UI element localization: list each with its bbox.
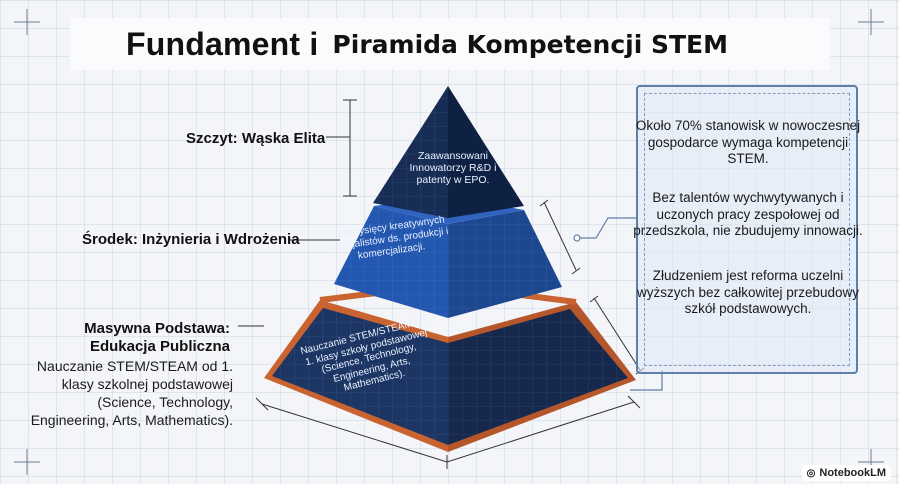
- leader-lines: [238, 136, 350, 327]
- pyramid-base-tier: [264, 281, 636, 452]
- middle-label: Środek: Inżynieria i Wdrożenia: [82, 231, 300, 248]
- base-label-line1: Masywna Podstawa:: [84, 320, 230, 337]
- pyramid-middle-tier: [334, 196, 562, 318]
- title-main: Fundament i: [126, 25, 319, 62]
- base-label-line2: Edukacja Publiczna: [89, 338, 230, 355]
- notebooklm-badge: ◎ NotebookLM: [801, 465, 891, 481]
- info-paragraph-1: Około 70% stanowisk w nowoczesnej gospod…: [635, 118, 861, 166]
- peak-label: Szczyt: Wąska Elita: [186, 130, 326, 147]
- info-paragraph-2: Bez talentów wychwytywanych i uczonych p…: [633, 190, 863, 238]
- info-panel-inner-border: Około 70% stanowisk w nowoczesnej gospod…: [633, 93, 863, 366]
- base-description: Nauczanie STEM/STEAM od 1. klasy szkolne…: [30, 358, 233, 428]
- notebooklm-label: NotebookLM: [819, 467, 886, 479]
- title-sub: Piramida Kompetencji STEM: [332, 29, 728, 59]
- info-panel: Około 70% stanowisk w nowoczesnej gospod…: [633, 85, 863, 374]
- notebooklm-icon: ◎: [806, 467, 816, 479]
- pyramid-peak: [373, 86, 524, 218]
- info-paragraph-3: Złudzeniem jest reforma uczelni wyższych…: [636, 268, 860, 316]
- dimension-lines: [255, 99, 645, 469]
- title-bar: Fundament i Piramida Kompetencji STEM: [70, 18, 830, 70]
- peak-text: Zaawansowani Innowatorzy R&D i patenty w…: [409, 150, 497, 186]
- base-label: Masywna Podstawa: Edukacja Publiczna: [60, 320, 230, 356]
- panel-connector: [573, 217, 663, 391]
- corner-marks: [14, 9, 884, 475]
